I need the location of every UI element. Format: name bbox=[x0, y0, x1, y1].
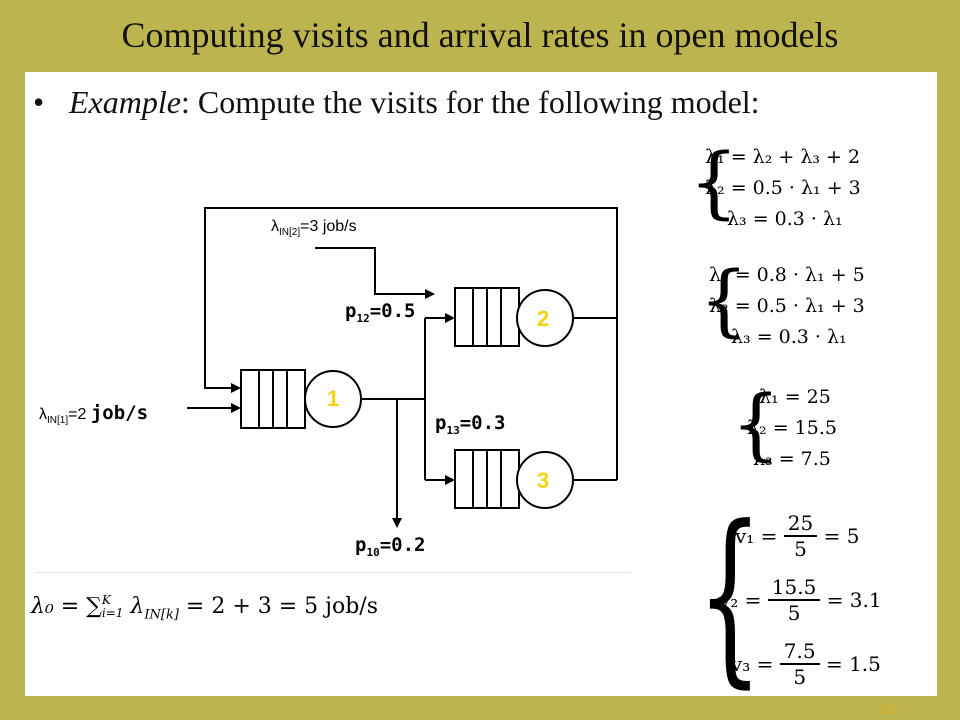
brace-system-2: { bbox=[699, 256, 749, 346]
feedback-path bbox=[204, 207, 618, 393]
eq-2-1: λ₁ = 0.8 · λ₁ + 5 bbox=[709, 264, 865, 286]
bullet-marker: • bbox=[33, 84, 45, 120]
slide-title: Computing visits and arrival rates in op… bbox=[121, 15, 839, 55]
example-bullet: • Example: Compute the visits for the fol… bbox=[33, 84, 760, 121]
node-2-label: 2 bbox=[537, 306, 550, 331]
equation-system-2: λ₁ = 0.8 · λ₁ + 5 λ₂ = 0.5 · λ₁ + 3 λ₃ =… bbox=[709, 260, 865, 353]
brace-visits: { bbox=[697, 486, 763, 705]
eq-2-2: λ₂ = 0.5 · λ₁ + 3 bbox=[709, 295, 865, 317]
page-number: 10 bbox=[880, 700, 896, 716]
lambda-in2-label: λIN[2]=3 job/s bbox=[271, 218, 357, 239]
node-1-label: 1 bbox=[327, 386, 340, 411]
content-panel: • Example: Compute the visits for the fol… bbox=[25, 72, 937, 696]
eq-3-1: λ₁ = 25 bbox=[759, 386, 831, 408]
queue-1 bbox=[240, 369, 306, 429]
equation-system-1: λ₁ = λ₂ + λ₃ + 2 λ₂ = 0.5 · λ₁ + 3 λ₃ = … bbox=[705, 142, 861, 235]
eq-2-3: λ₃ = 0.3 · λ₁ bbox=[731, 326, 847, 348]
bullet-lead: Example bbox=[69, 84, 181, 120]
brace-system-3: { bbox=[731, 380, 781, 470]
eq-1-3: λ₃ = 0.3 · λ₁ bbox=[727, 208, 843, 230]
queueing-network-diagram bbox=[187, 207, 618, 528]
p10-label: p10=0.2 bbox=[355, 534, 426, 559]
lambda-in1-label: λIN[1]=2 job/s bbox=[39, 402, 149, 427]
eq-3-3: λ₃ = 7.5 bbox=[753, 448, 831, 470]
queue-3 bbox=[454, 449, 520, 509]
eq-1-2: λ₂ = 0.5 · λ₁ + 3 bbox=[705, 177, 861, 199]
input-2-arrow bbox=[315, 247, 435, 299]
p12-label: p12=0.5 bbox=[345, 300, 416, 325]
p13-label: p13=0.3 bbox=[435, 412, 506, 437]
node-3-label: 3 bbox=[537, 468, 550, 493]
eq-1-1: λ₁ = λ₂ + λ₃ + 2 bbox=[705, 146, 861, 168]
separator-line bbox=[35, 572, 631, 573]
equation-system-3: λ₁ = 25 λ₂ = 15.5 λ₃ = 7.5 bbox=[747, 382, 837, 475]
bullet-text: : Compute the visits for the following m… bbox=[180, 84, 760, 120]
brace-system-1: { bbox=[689, 138, 739, 228]
queue-2 bbox=[454, 287, 520, 347]
eq-3-2: λ₂ = 15.5 bbox=[747, 417, 837, 439]
